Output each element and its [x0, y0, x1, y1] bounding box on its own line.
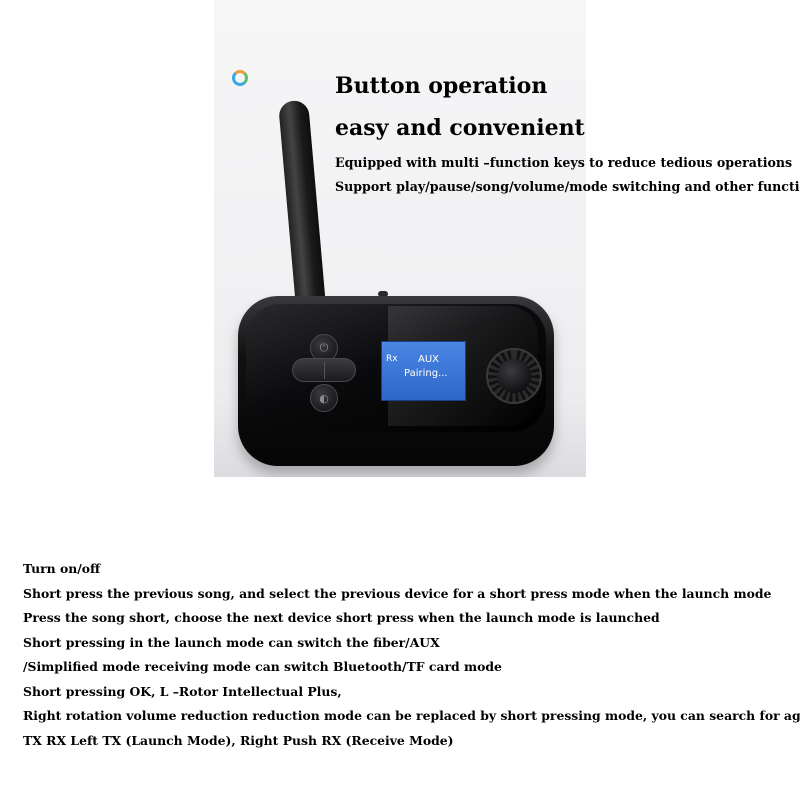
subheading-line-1: Equipped with multi –function keys to re… [335, 155, 793, 170]
bluetooth-adapter-device: ⏻ ◐ Rx AUX Pairing... [238, 296, 554, 466]
knob-cap [497, 359, 531, 393]
subheading-line-2: Support play/pause/song/volume/mode swit… [335, 179, 800, 194]
screen-mode: Rx [386, 354, 398, 364]
description-line: Short press the previous song, and selec… [23, 585, 772, 601]
description-line: /Simplified mode receiving mode can swit… [23, 659, 502, 674]
description-line: TX RX Left TX (Launch Mode), Right Push … [23, 732, 454, 748]
power-button[interactable]: ⏻ [310, 334, 338, 362]
headline-line-1: Button operation [335, 73, 548, 99]
description-line: Press the song short, choose the next de… [23, 610, 660, 625]
product-photo: ⏻ ◐ Rx AUX Pairing... [214, 0, 586, 477]
loading-spinner-icon [232, 70, 248, 86]
volume-knob[interactable] [486, 348, 542, 404]
description-list: Turn on/off Short press the previous son… [23, 561, 800, 758]
device-lcd-screen: Rx AUX Pairing... [381, 341, 466, 401]
description-line: Turn on/off [23, 561, 101, 576]
ok-button[interactable]: ◐ [310, 384, 338, 412]
prev-next-rocker-button[interactable] [292, 358, 356, 382]
screen-status: Pairing... [404, 368, 448, 379]
rocker-divider [324, 362, 325, 379]
description-line: Short pressing OK, L –Rotor Intellectual… [23, 683, 342, 699]
headline-line-2: easy and convenient [335, 115, 585, 141]
description-line: Short pressing in the launch mode can sw… [23, 634, 440, 650]
ok-icon: ◐ [319, 391, 329, 405]
description-line: Right rotation volume reduction reductio… [23, 708, 800, 723]
device-top-port [378, 291, 388, 297]
power-icon: ⏻ [319, 341, 329, 354]
screen-source: AUX [418, 354, 440, 365]
